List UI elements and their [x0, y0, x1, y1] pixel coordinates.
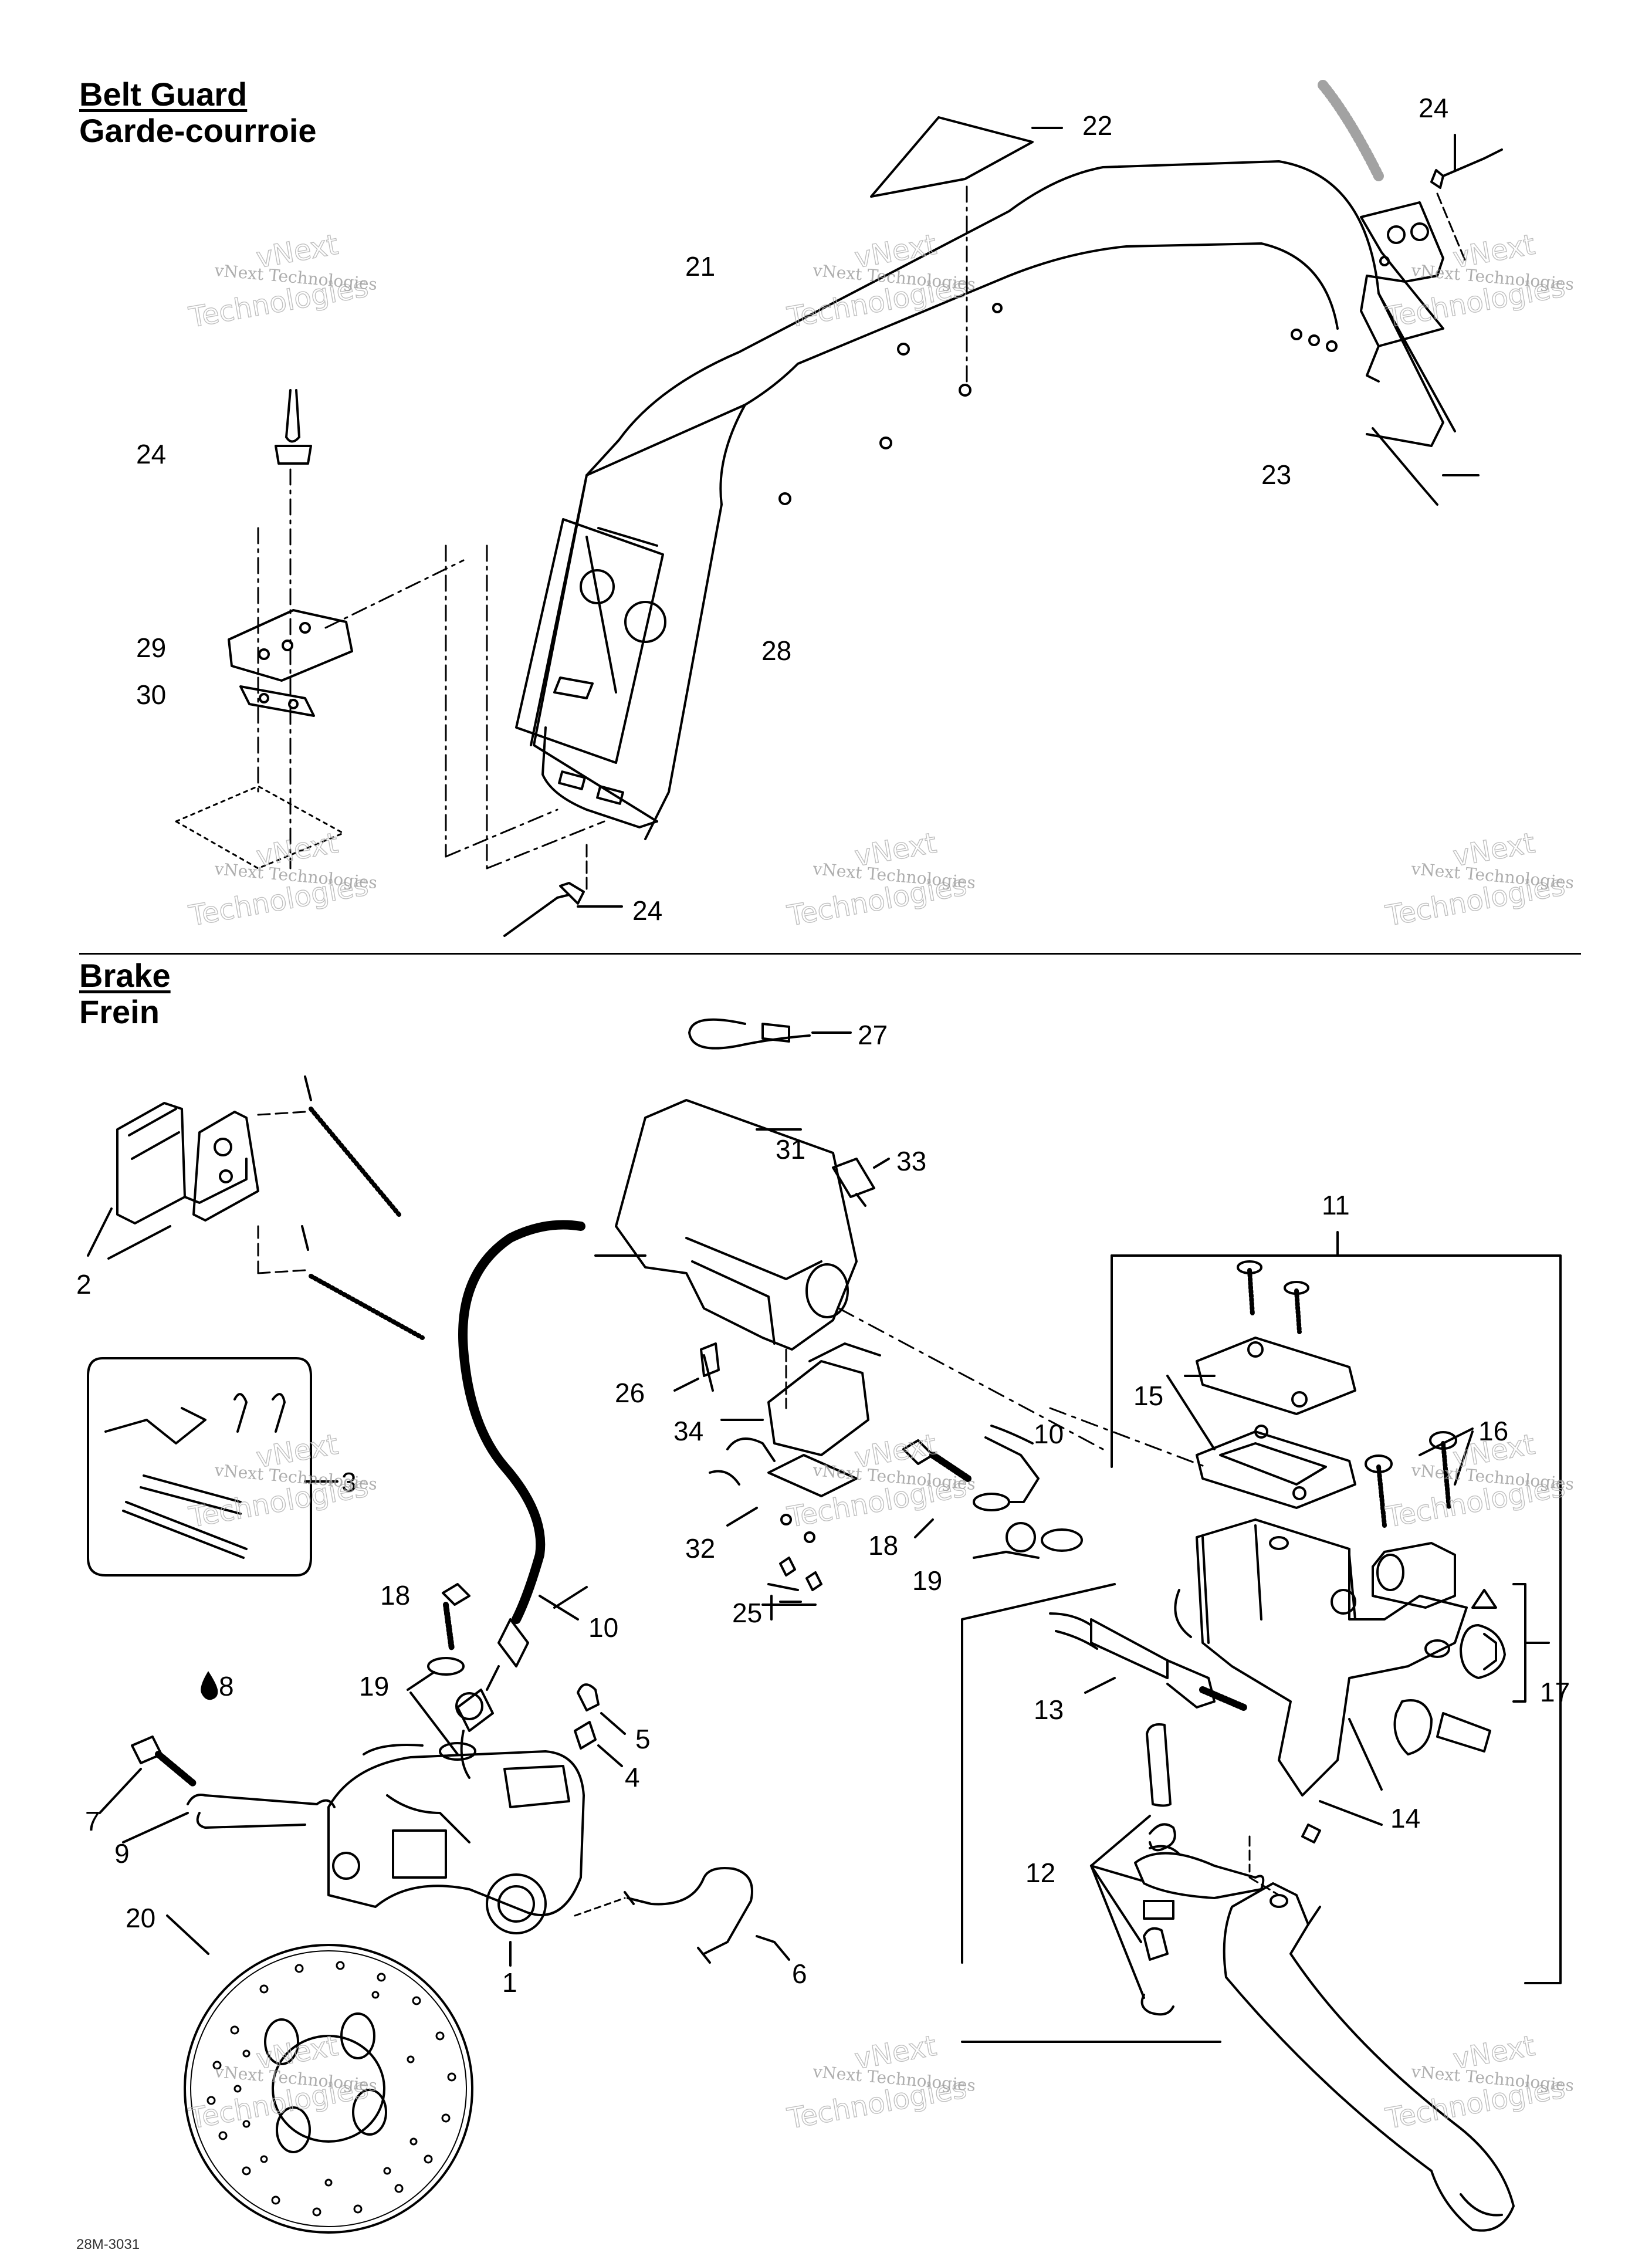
callout-24-top-right: 24 [1419, 93, 1448, 123]
brake-title-fr: Frein [79, 993, 160, 1030]
callout-29: 29 [136, 632, 166, 663]
callout-14: 14 [1390, 1803, 1420, 1833]
belt-guard-title-fr: Garde-courroie [79, 112, 317, 149]
callout-5: 5 [635, 1724, 651, 1754]
callout-31: 31 [776, 1134, 805, 1165]
callout-12: 12 [1025, 1858, 1055, 1888]
callout-25: 25 [732, 1598, 762, 1628]
callout-33: 33 [896, 1146, 926, 1176]
callout-26: 26 [615, 1378, 645, 1408]
callout-27: 27 [858, 1020, 888, 1050]
callout-10-left: 10 [588, 1612, 618, 1643]
callout-9: 9 [114, 1838, 130, 1869]
callout-10-top: 10 [1034, 1419, 1064, 1449]
callout-18-right: 18 [868, 1530, 898, 1561]
callout-30: 30 [136, 679, 166, 710]
belt-guard-title: Belt Guard Garde-courroie [79, 76, 317, 149]
callout-8: 8 [219, 1671, 234, 1701]
callout-24-bottom: 24 [632, 895, 662, 926]
callout-34: 34 [673, 1416, 703, 1446]
callout-24-left: 24 [136, 439, 166, 469]
callout-21: 21 [685, 251, 715, 282]
callout-6: 6 [792, 1958, 807, 1989]
brake-title-en: Brake [79, 957, 171, 994]
callout-4: 4 [625, 1762, 640, 1792]
callout-22: 22 [1082, 110, 1112, 141]
callout-20: 20 [126, 1903, 155, 1933]
callout-28: 28 [761, 635, 791, 666]
section-divider [79, 953, 1581, 955]
callout-23: 23 [1261, 459, 1291, 490]
brake-title: Brake Frein [79, 958, 171, 1030]
brake-drawing [87, 1018, 1562, 2234]
callout-19-left: 19 [359, 1671, 389, 1701]
callout-17: 17 [1540, 1677, 1570, 1707]
callout-18-left: 18 [380, 1580, 410, 1611]
callout-32: 32 [685, 1533, 715, 1564]
callout-2: 2 [76, 1269, 92, 1300]
fluid-drop-icon [201, 1671, 218, 1700]
callout-11: 11 [1322, 1190, 1350, 1220]
drawing-code: 28M-3031 [76, 2237, 140, 2252]
belt-guard-drawing [175, 80, 1503, 937]
callout-1: 1 [502, 1967, 517, 1998]
callout-7: 7 [85, 1806, 100, 1836]
callout-15: 15 [1133, 1381, 1163, 1411]
callout-13: 13 [1034, 1694, 1064, 1725]
callout-3: 3 [341, 1467, 357, 1497]
belt-guard-title-en: Belt Guard [79, 76, 248, 113]
callout-16: 16 [1478, 1416, 1508, 1446]
callout-19-right: 19 [912, 1565, 942, 1596]
